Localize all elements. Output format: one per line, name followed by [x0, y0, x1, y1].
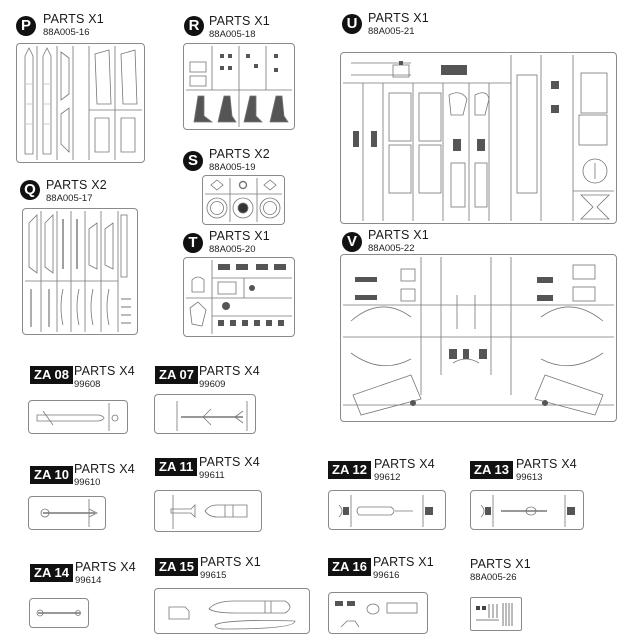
sheet-code: 88A005-17	[46, 193, 93, 204]
sheet-badge: Q	[20, 180, 40, 200]
sprue-parts-drawing	[335, 601, 418, 628]
sheet-title: PARTS X1	[209, 14, 270, 28]
sheet-title: PARTS X4	[516, 457, 577, 471]
sprue-diagram	[340, 52, 617, 224]
sprue-parts-drawing	[186, 260, 292, 334]
sprue-diagram	[28, 496, 106, 530]
sheet-badge: ZA 07	[155, 366, 198, 384]
sprue-parts-drawing	[205, 178, 282, 222]
sprue-diagram	[202, 175, 285, 225]
sprue-parts-drawing	[176, 401, 248, 431]
sprue-diagram	[28, 400, 128, 434]
sheet-badge: ZA 08	[30, 366, 73, 384]
sheet-badge: ZA 10	[30, 466, 73, 484]
sprue-parts-drawing	[24, 46, 142, 160]
sprue-parts-drawing	[343, 55, 614, 221]
sprue-diagram	[470, 490, 584, 530]
sprue-diagram	[328, 592, 428, 634]
sheet-title: PARTS X1	[200, 555, 261, 569]
sheet-badge: ZA 15	[155, 558, 198, 576]
sheet-title: PARTS X1	[368, 11, 429, 25]
sheet-title: PARTS X4	[374, 457, 435, 471]
sheet-badge: P	[16, 16, 36, 36]
sheet-badge: ZA 14	[30, 564, 73, 582]
sheet-code: 88A005-21	[368, 26, 415, 37]
sheet-title: PARTS X1	[43, 12, 104, 26]
sheet-code: 88A005-20	[209, 244, 256, 255]
sheet-badge: U	[342, 14, 362, 34]
sprue-diagram	[183, 257, 295, 337]
sheet-title: PARTS X2	[209, 147, 270, 161]
sheet-title: PARTS X4	[199, 364, 260, 378]
sprue-diagram	[154, 490, 262, 532]
sheet-code: 99616	[373, 570, 400, 581]
sprue-parts-drawing	[25, 211, 131, 332]
sheet-title: PARTS X4	[75, 560, 136, 574]
sheet-badge: ZA 13	[470, 461, 513, 479]
sprue-diagram	[154, 394, 256, 434]
sheet-code: 99610	[74, 477, 101, 488]
sheet-code: 88A005-26	[470, 572, 517, 583]
sprue-diagram	[22, 208, 138, 335]
sheet-title: PARTS X1	[368, 228, 429, 242]
sprue-diagram	[29, 598, 89, 628]
sprue-parts-drawing	[168, 600, 296, 630]
sprue-parts-drawing	[480, 495, 575, 527]
sheet-title: PARTS X1	[209, 229, 270, 243]
sprue-diagram	[16, 43, 145, 163]
sprue-parts-drawing	[338, 495, 433, 527]
sheet-badge: ZA 11	[155, 458, 198, 476]
sprue-diagram	[340, 254, 617, 422]
photo-etch-fret	[470, 597, 522, 631]
sprue-diagram	[328, 490, 446, 530]
sprue-parts-drawing	[40, 499, 98, 527]
sheet-title: PARTS X4	[74, 462, 135, 476]
sheet-code: 99613	[516, 472, 543, 483]
sprue-parts-drawing	[343, 257, 614, 416]
sheet-code: 99608	[74, 379, 101, 390]
sheet-badge: ZA 16	[328, 558, 371, 576]
sprue-parts-drawing	[36, 403, 119, 431]
sheet-badge: ZA 12	[328, 461, 371, 479]
sprue-parts-drawing	[170, 495, 248, 529]
sheet-code: 88A005-19	[209, 162, 256, 173]
sprue-parts-drawing	[36, 609, 81, 617]
sheet-code: 99612	[374, 472, 401, 483]
sheet-code: 99614	[75, 575, 102, 586]
sheet-badge: T	[183, 233, 203, 253]
sheet-badge: S	[183, 151, 203, 171]
sheet-code: 99609	[199, 379, 226, 390]
photo-etch-drawing	[476, 603, 513, 626]
sprue-diagram	[183, 43, 295, 130]
sheet-code: 99611	[199, 470, 225, 481]
sheet-title: PARTS X2	[46, 178, 107, 192]
sheet-title: PARTS X1	[373, 555, 434, 569]
sheet-title: PARTS X1	[470, 557, 531, 571]
sheet-code: 99615	[200, 570, 227, 581]
sheet-title: PARTS X4	[74, 364, 135, 378]
sheet-code: 88A005-16	[43, 27, 90, 38]
sheet-code: 88A005-18	[209, 29, 256, 40]
sheet-title: PARTS X4	[199, 455, 260, 469]
sheet-badge: V	[342, 232, 362, 252]
sprue-parts-drawing	[186, 46, 292, 127]
sheet-code: 88A005-22	[368, 243, 415, 254]
sheet-badge: R	[184, 16, 204, 36]
sprue-diagram	[154, 588, 310, 634]
